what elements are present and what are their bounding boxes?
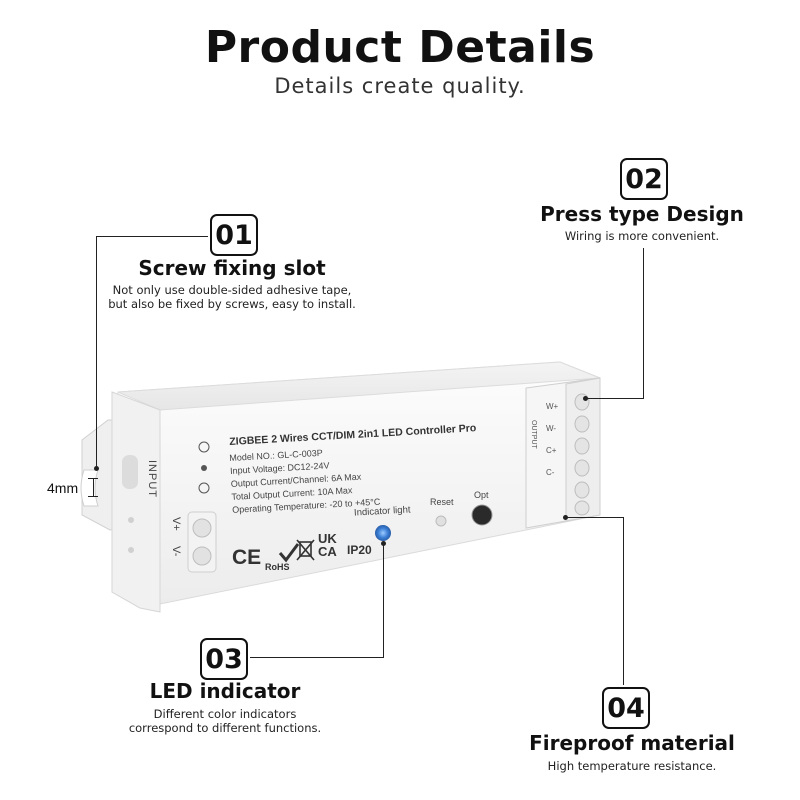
ukca-line2: CA [318,544,337,559]
feature-number-04: 04 [602,687,650,729]
opt-button [471,504,493,526]
polarity-plus-label: V+ [170,517,182,531]
callout-line-04-h [566,517,624,518]
callout-line-02-v [643,248,644,399]
callout-line-04-v [623,517,624,685]
feature-number-03: 03 [200,638,248,680]
feature-desc-01-line2: but also be fixed by screws, easy to ins… [108,297,356,311]
input-label: INPUT [146,460,158,498]
feature-desc-01-line1: Not only use double-sided adhesive tape, [112,283,352,297]
callout-line-03-h [250,657,384,658]
feature-title-02: Press type Design [540,202,744,226]
screw-fixing-ear [80,419,121,531]
page-title: Product Details [204,22,596,73]
callout-line-02-h [586,398,644,399]
input-terminal-block [187,441,217,573]
feature-title-01: Screw fixing slot [138,256,326,280]
callout-dot-04 [563,515,568,520]
terminal-label: C- [546,468,555,477]
feature-desc-01: Not only use double-sided adhesive tape,… [82,283,382,311]
terminal-label: C+ [546,446,557,455]
output-label: OUTPUT [530,420,537,449]
ip-rating: IP20 [347,543,372,557]
feature-desc-03-line2: correspond to different functions. [128,721,322,735]
certification-marks [278,539,315,563]
polarity-minus-label: V- [170,546,182,557]
terminal-label: W+ [546,402,559,411]
feature-desc-03: Different color indicators correspond to… [75,707,375,735]
feature-number-01: 01 [210,214,258,256]
device-specs: Model NO.: GL-C-003P Input Voltage: DC12… [229,444,381,517]
opt-label: Opt [474,490,489,500]
rohs-check-icon [278,543,300,563]
feature-desc-03-line1: Different color indicators [153,707,297,721]
ce-mark: CE [232,546,262,569]
dimension-label: 4mm [47,480,79,496]
page-subtitle: Details create quality. [274,74,526,98]
callout-line-03-v [383,543,384,657]
indicator-led [375,525,391,541]
feature-title-03: LED indicator [149,679,301,703]
ukca-line1: UK [318,531,337,546]
callout-dot-02 [583,396,588,401]
callout-dot-01 [94,466,99,471]
dimension-bracket-vertical [93,478,94,496]
reset-pinhole [435,515,447,527]
rohs-mark: RoHS [265,562,290,572]
reset-label: Reset [430,497,454,507]
callout-line-01-h [96,236,208,237]
ukca-mark: UK CA [318,532,337,558]
dimension-bracket-bottom [88,496,98,497]
weee-bin-icon [296,539,315,561]
feature-title-04: Fireproof material [529,731,735,755]
callout-line-01-v [96,236,97,468]
feature-desc-02: Wiring is more convenient. [564,229,720,243]
output-terminal-labels: W+ W- C+ C- [546,396,558,484]
feature-desc-04: High temperature resistance. [547,759,717,773]
output-terminal-block [525,377,601,529]
feature-number-02: 02 [620,158,668,200]
terminal-label: W- [546,424,557,433]
